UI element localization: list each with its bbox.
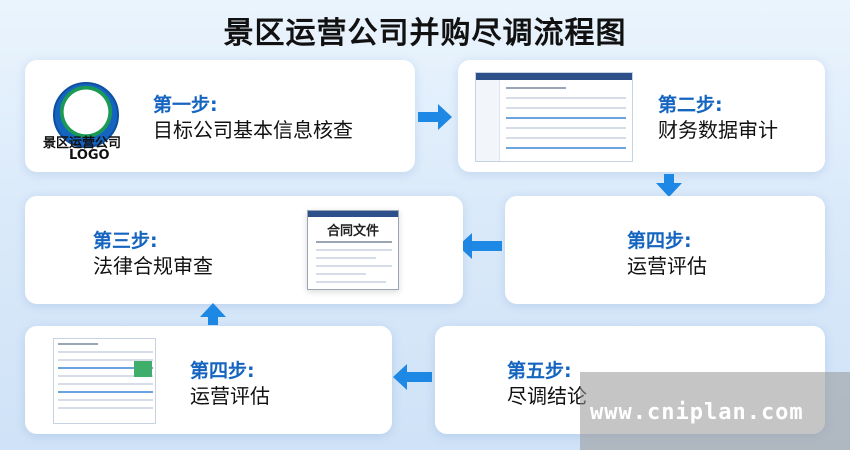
- logo-company-name: 景区运营公司: [43, 136, 122, 151]
- step-card-1: 景区运营公司 LOGO 第一步: 目标公司基本信息核查: [25, 60, 415, 172]
- logo-caption: LOGO: [69, 148, 110, 163]
- finance-system-screenshot: [475, 72, 633, 162]
- page-title: 景区运营公司并购尽调流程图: [223, 16, 627, 51]
- contract-doc-title: 合同文件: [326, 224, 379, 239]
- step-3-title: 第三步:: [93, 230, 158, 252]
- watermark-banner: www.cniplan.com: [580, 372, 850, 450]
- contract-document-thumbnail: 合同文件: [307, 210, 399, 290]
- step-2-title: 第二步:: [658, 94, 723, 116]
- operations-system-screenshot: [53, 338, 156, 424]
- step-5-desc: 尽调结论: [507, 384, 587, 408]
- company-logo: [53, 82, 119, 148]
- step-4a-desc: 运营评估: [627, 254, 707, 278]
- step-3-desc: 法律合规审查: [93, 254, 213, 278]
- step-4b-desc: 运营评估: [190, 384, 270, 408]
- step-card-4a: 第四步: 运营评估: [505, 196, 825, 304]
- step-card-2: 第二步: 财务数据审计: [458, 60, 825, 172]
- step-card-4b: 第四步: 运营评估: [25, 326, 392, 434]
- step-2-desc: 财务数据审计: [658, 118, 778, 142]
- step-5-title: 第五步:: [507, 360, 572, 382]
- step-4b-title: 第四步:: [190, 360, 255, 382]
- step-4a-title: 第四步:: [627, 230, 692, 252]
- watermark-text: www.cniplan.com: [590, 400, 804, 425]
- step-1-title: 第一步:: [153, 94, 218, 116]
- step-1-desc: 目标公司基本信息核查: [153, 118, 353, 142]
- step-card-3: 第三步: 法律合规审查 合同文件: [25, 196, 463, 304]
